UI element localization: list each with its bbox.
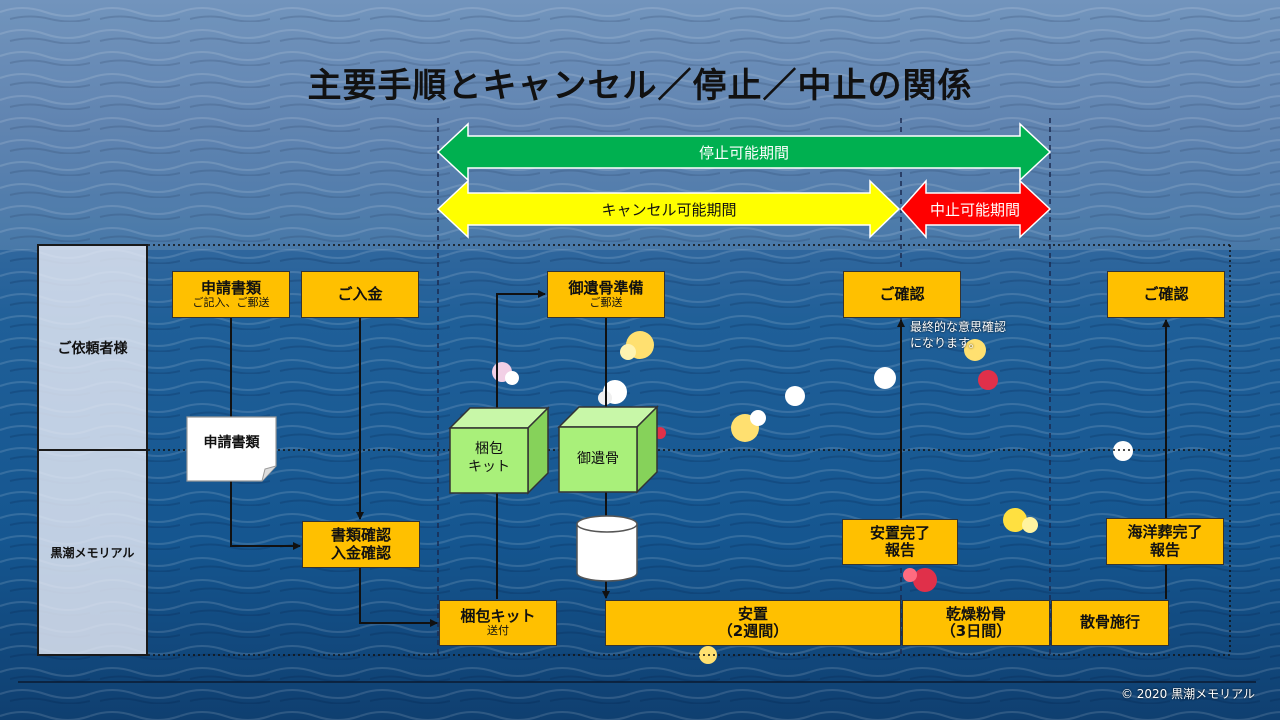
cancel-period-label: キャンセル可能期間 [601,201,737,219]
step-confirm-2: ご確認 [1107,271,1225,318]
kit-cube-label: 梱包 キット [450,440,528,476]
step-kit-send: 梱包キット 送付 [439,600,557,646]
storage-cylinder-icon [576,515,638,582]
kit-cube-line-1: 梱包 [475,441,503,457]
step-dry: 乾燥粉骨 （3日間） [902,600,1050,646]
step-application-sub: ご記入、ご郵送 [192,295,270,309]
step-kit-send-title: 梱包キット [460,607,536,626]
step-enshrine-done: 安置完了 報告 [842,519,958,565]
step-burial-done-line-1: 海洋葬完了 [1127,523,1203,542]
step-dry-line-1: 乾燥粉骨 [945,604,1006,623]
step-enshrine: 安置 （2週間） [605,600,901,646]
step-enshrine-done-line-1: 安置完了 [869,523,930,542]
step-kit-send-sub: 送付 [487,624,509,638]
flower-decoration [492,331,1133,664]
cancel-period-arrow [436,179,901,239]
page-title: 主要手順とキャンセル／停止／中止の関係 [307,66,973,106]
step-confirm-1-title: ご確認 [879,284,925,303]
ashes-cube-label: 御遺骨 [577,451,619,467]
final-confirmation-note: 最終的な意思確認 になります。 [910,320,1030,351]
step-confirm-1: ご確認 [843,271,961,318]
document-label: 申請書類 [203,435,260,451]
swimlane-grid [148,244,1231,656]
ashes-cube [557,405,659,494]
stop-period-arrow [436,122,1052,182]
step-scatter: 散骨施行 [1051,600,1169,646]
step-application-title: 申請書類 [200,278,261,297]
step-application: 申請書類 ご記入、ご郵送 [172,271,290,318]
step-doc-check: 書類確認 入金確認 [302,521,420,568]
step-doc-check-line-1: 書類確認 [330,526,391,545]
step-burial-done-line-2: 報告 [1149,540,1180,559]
lane-client: ご依頼者様 [37,244,148,451]
step-ashes-prep-title: 御遺骨準備 [568,278,644,297]
kit-cube [448,406,550,495]
lane-client-label: ご依頼者様 [57,340,128,357]
step-ashes-prep-sub: ご郵送 [589,295,623,309]
step-payment-title: ご入金 [337,284,383,303]
step-payment: ご入金 [301,271,419,318]
lane-company-label: 黒潮メモリアル [50,546,135,560]
step-enshrine-done-line-2: 報告 [884,541,915,559]
step-enshrine-line-2: （2週間） [717,622,789,640]
step-doc-check-line-2: 入金確認 [330,543,391,562]
final-note-line-2: になります。 [910,335,981,350]
step-dry-line-2: （3日間） [940,622,1012,640]
final-note-line-1: 最終的な意思確認 [910,320,1007,334]
kit-cube-line-2: キット [468,459,510,476]
lane-company: 黒潮メモリアル [37,449,148,656]
step-enshrine-line-1: 安置 [737,604,768,623]
copyright: © 2020 黒潮メモリアル [1120,687,1255,701]
stop-period-label: 停止可能期間 [698,144,789,162]
step-ashes-prep: 御遺骨準備 ご郵送 [547,271,665,318]
abort-period-arrow [899,179,1052,239]
step-confirm-2-title: ご確認 [1143,284,1189,303]
step-burial-done: 海洋葬完了 報告 [1106,518,1224,565]
abort-period-label: 中止可能期間 [929,201,1020,219]
step-scatter-title: 散骨施行 [1079,613,1140,632]
